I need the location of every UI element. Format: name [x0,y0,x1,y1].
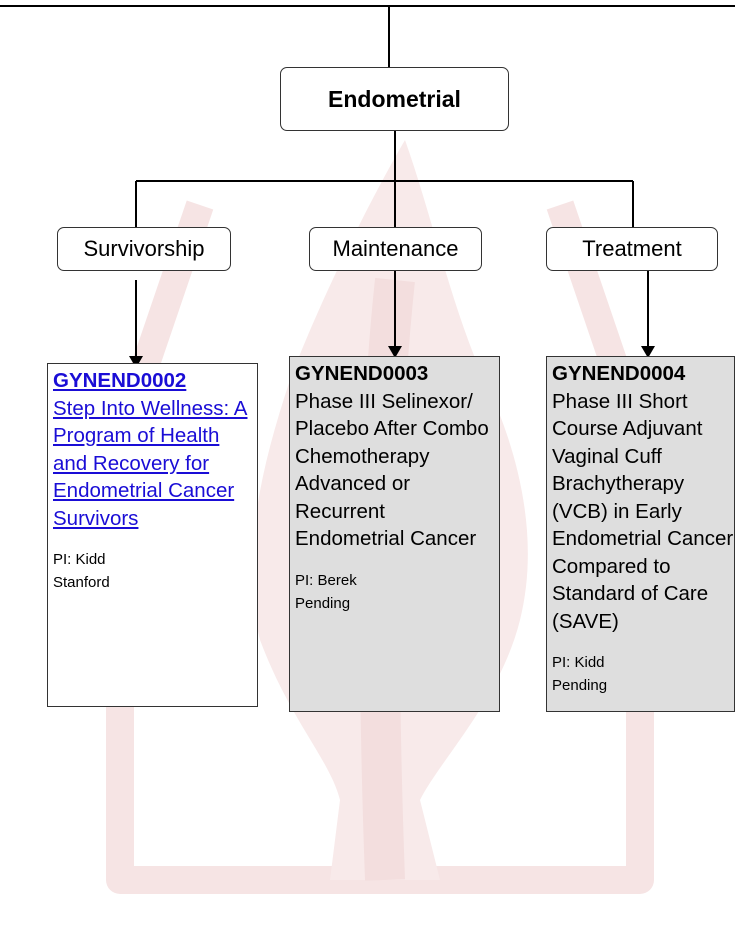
category-label: Survivorship [83,236,205,261]
trial-title-link[interactable]: Step Into Wellness: A Program of Health … [53,396,248,530]
trial-card-gynend0003: GYNEND0003 Phase III Selinexor/ Placebo … [289,356,500,712]
category-label: Treatment [582,236,682,261]
trial-pi: PI: Kidd [53,551,106,568]
trial-title: Phase III Short Course Adjuvant Vaginal … [552,389,734,633]
category-node-survivorship: Survivorship [57,227,231,271]
category-node-maintenance: Maintenance [309,227,482,271]
trial-site: Stanford [53,574,110,591]
trial-pi: PI: Berek [295,571,357,589]
trial-code-link[interactable]: GYNEND0002 [53,369,187,392]
trial-code: GYNEND0003 [295,362,429,385]
trial-site: Pending [552,677,608,694]
root-label: Endometrial [328,85,461,112]
trial-card-gynend0002: GYNEND0002 Step Into Wellness: A Program… [47,363,258,707]
category-label: Maintenance [332,236,459,261]
trial-pi: PI: Kidd [552,654,605,671]
trial-title: Phase III Selinexor/ Placebo After Combo… [295,389,489,551]
trial-card-gynend0004: GYNEND0004 Phase III Short Course Adjuva… [546,356,735,712]
category-node-treatment: Treatment [546,227,718,271]
trial-site: Pending [295,594,351,612]
root-node: Endometrial [280,67,509,131]
trial-code: GYNEND0004 [552,362,686,385]
